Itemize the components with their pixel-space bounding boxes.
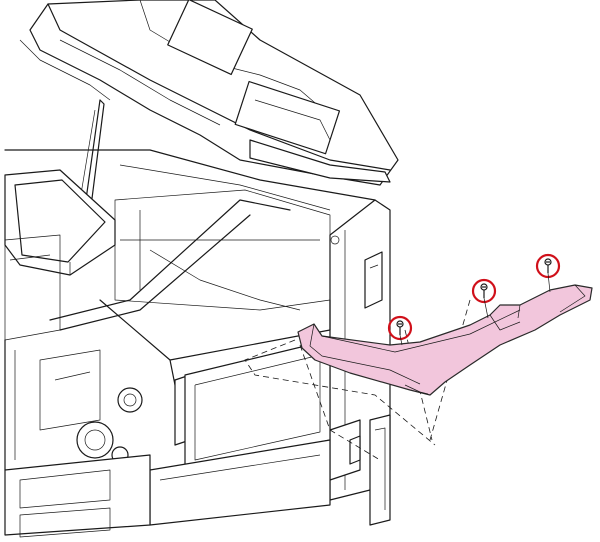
screw-marker-ring xyxy=(535,253,561,279)
screw-marker-ring xyxy=(471,278,497,304)
screw-marker-1 xyxy=(387,315,413,341)
main-body xyxy=(4,149,391,538)
removable-cover-part xyxy=(297,284,593,396)
control-panel xyxy=(4,169,116,276)
screw-icon xyxy=(396,320,404,335)
screw-marker-2 xyxy=(471,278,497,304)
screw-icon xyxy=(480,283,488,298)
screw-leader-lines xyxy=(399,272,551,346)
screw-marker-ring xyxy=(387,315,413,341)
screw-icon xyxy=(544,258,552,273)
scanner-lid xyxy=(19,0,399,186)
screw-marker-3 xyxy=(535,253,561,279)
